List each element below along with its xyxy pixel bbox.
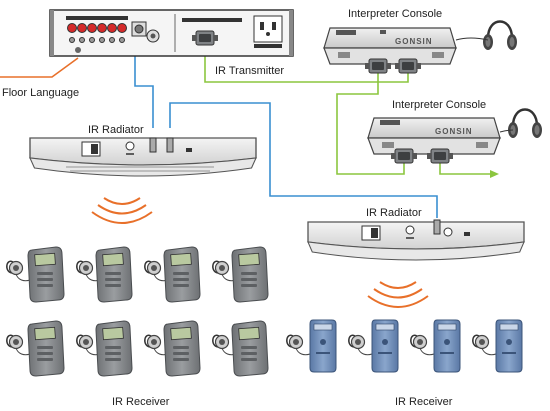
ir-receiver-group-2 [286, 319, 523, 373]
output-arrow-icon [490, 170, 499, 178]
receiver-unit [410, 319, 461, 373]
receiver-unit [6, 320, 65, 377]
receiver-unit [212, 246, 269, 303]
ir-radiator-2-controls [361, 219, 470, 241]
interpreter-console-1: GONSIN [323, 27, 457, 74]
receiver-unit [286, 319, 337, 373]
console-2-brand: GONSIN [435, 127, 473, 136]
interpreter-console-2: GONSIN [367, 117, 501, 164]
receiver-unit [212, 320, 269, 377]
console-1-cable [204, 40, 409, 83]
interpreter-console-1-label: Interpreter Console [348, 8, 442, 20]
ir-radiator-2 [307, 221, 525, 261]
headphone-2-icon [506, 108, 544, 140]
interpreter-console-2-label: Interpreter Console [392, 99, 486, 111]
ir-receiver-group-1 [6, 246, 269, 377]
receiver-unit [6, 246, 65, 303]
ir-signal-1-icon [91, 197, 153, 224]
ir-radiator-2-label: IR Radiator [366, 207, 422, 219]
console-1-brand: GONSIN [395, 37, 433, 46]
radiator-chain-cable [169, 102, 438, 218]
power-socket [253, 15, 283, 48]
console-port [182, 18, 242, 46]
rf-output-connectors [131, 21, 160, 43]
console-1-2-cable [336, 70, 405, 175]
ir-receiver-2-label: IR Receiver [395, 396, 453, 408]
cables [0, 40, 499, 218]
receiver-unit [472, 319, 523, 373]
ir-transmitter [49, 9, 294, 57]
ir-signal-2-icon [367, 281, 429, 308]
floor-language-cable [0, 57, 79, 78]
receiver-unit [76, 320, 133, 377]
ir-radiator-1-controls [81, 137, 192, 157]
ir-radiator-1-label: IR Radiator [88, 124, 144, 136]
receiver-unit [76, 246, 133, 303]
ir-receiver-1-label: IR Receiver [112, 396, 170, 408]
receiver-unit [144, 320, 201, 377]
ir-radiator-1-vents [66, 166, 214, 172]
audio-input-jacks [66, 16, 128, 53]
receiver-unit [144, 246, 201, 303]
floor-language-label: Floor Language [2, 87, 79, 99]
ir-transmitter-label: IR Transmitter [215, 65, 284, 77]
transmitter-to-radiator-cable [134, 44, 154, 128]
headphone-1-icon [481, 20, 519, 52]
console-2-output-cable [439, 160, 490, 175]
receiver-unit [348, 319, 399, 373]
